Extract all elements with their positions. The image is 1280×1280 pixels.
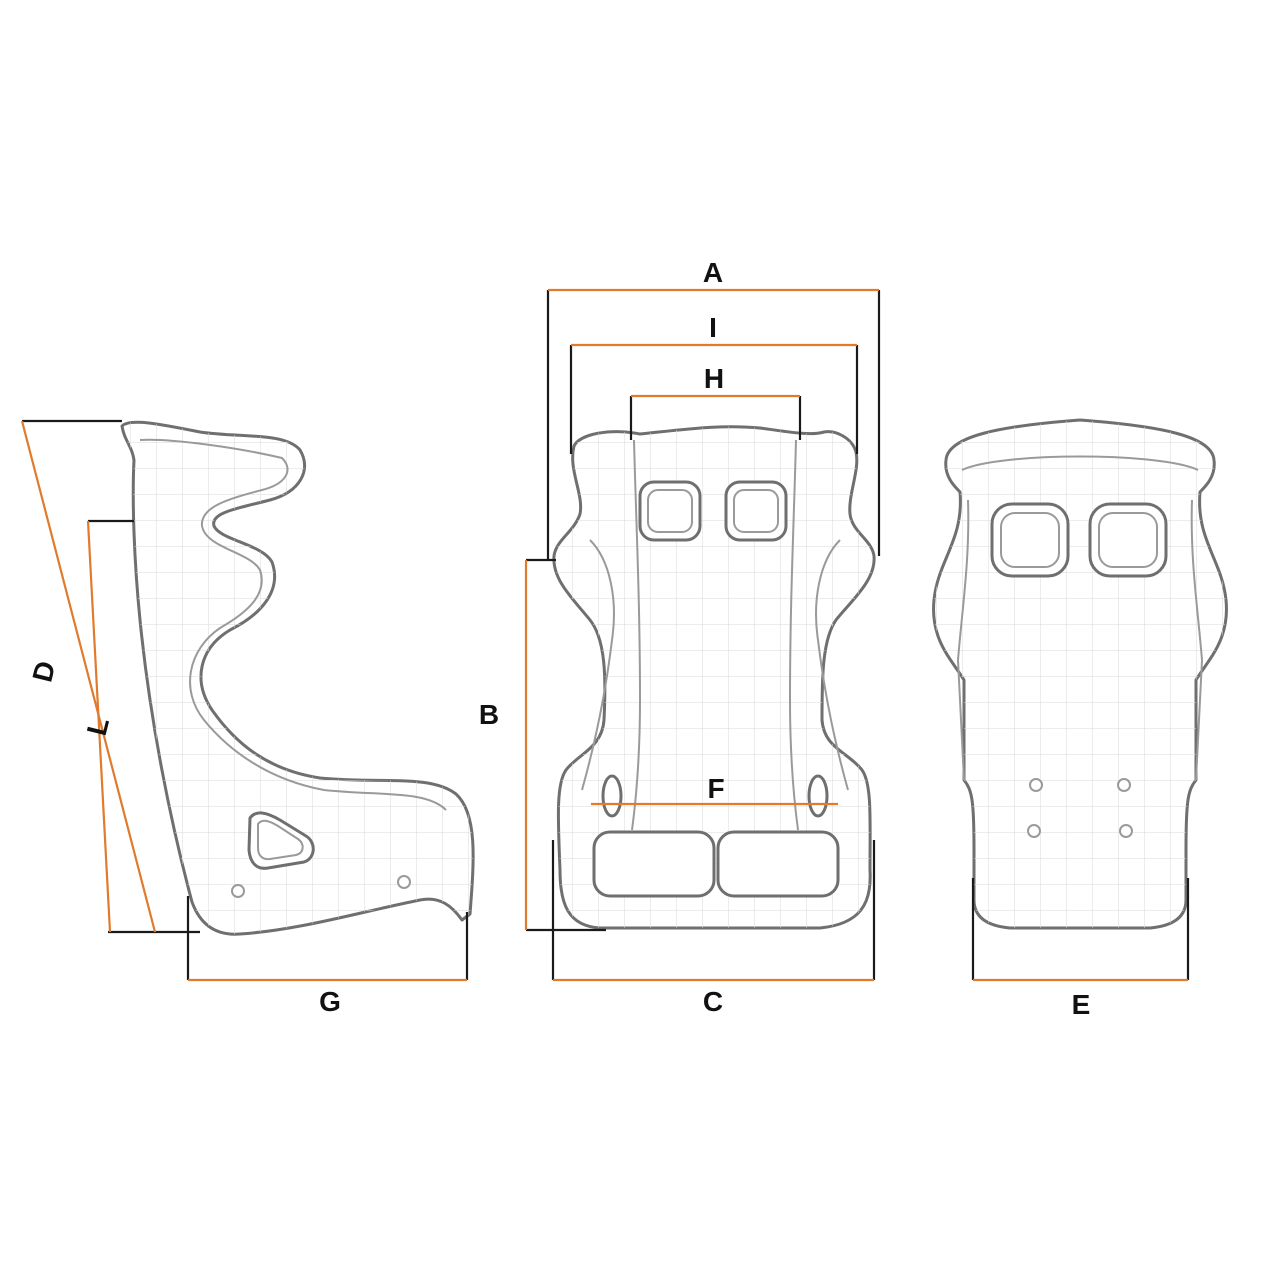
front-view-seat: [552, 425, 876, 930]
dim-line-l: [86, 520, 112, 933]
back-mount-bolt: [1119, 824, 1133, 838]
front-thigh-cushion-right: [716, 830, 840, 898]
back-harness-slot-right-inner: [1098, 512, 1158, 568]
side-seat-mesh: [122, 422, 474, 935]
dimension-lines: [20, 288, 1188, 982]
front-seat-backrest-left-edge: [631, 439, 641, 831]
front-seat-bolster-left: [581, 539, 615, 791]
back-seat-top-ridge: [961, 455, 1199, 471]
label-h: H: [704, 363, 724, 394]
back-seat-right-edge: [1190, 499, 1203, 781]
dimension-labels: D L G A I H B F C E: [26, 257, 1090, 1020]
front-seat-bolster-right: [815, 539, 849, 791]
label-b: B: [479, 699, 499, 730]
side-mount-bolt: [397, 875, 411, 889]
front-harness-slot-left-inner: [647, 489, 693, 533]
front-thigh-cushion-left: [592, 830, 716, 898]
label-d: D: [26, 658, 61, 685]
label-i: I: [709, 312, 717, 343]
label-a: A: [703, 257, 723, 288]
label-e: E: [1072, 989, 1091, 1020]
side-belt-slot-inner: [257, 819, 304, 861]
back-seat-mesh: [933, 420, 1227, 928]
label-c: C: [703, 986, 723, 1017]
back-mount-bolt: [1117, 778, 1131, 792]
label-f: F: [707, 773, 724, 804]
label-l: L: [81, 714, 115, 738]
front-harness-slot-left: [638, 480, 702, 542]
back-harness-slot-left-inner: [1000, 512, 1060, 568]
side-seat-inner-edge: [139, 438, 447, 811]
side-mount-bolt: [231, 884, 245, 898]
back-mount-bolt: [1027, 824, 1041, 838]
back-view-seat: [932, 418, 1228, 930]
back-mount-bolt: [1029, 778, 1043, 792]
back-harness-slot-left: [990, 502, 1070, 578]
front-seat-backrest-right-edge: [789, 439, 799, 831]
side-view-seat: [120, 420, 475, 936]
label-g: G: [319, 986, 341, 1017]
front-lap-slot-right: [807, 774, 829, 818]
dim-line-d: [20, 420, 157, 933]
front-harness-slot-right: [724, 480, 788, 542]
extension-lines: [22, 290, 1190, 980]
front-harness-slot-right-inner: [733, 489, 779, 533]
back-harness-slot-right: [1088, 502, 1168, 578]
back-seat-left-edge: [957, 499, 970, 781]
front-lap-slot-left: [601, 774, 623, 818]
